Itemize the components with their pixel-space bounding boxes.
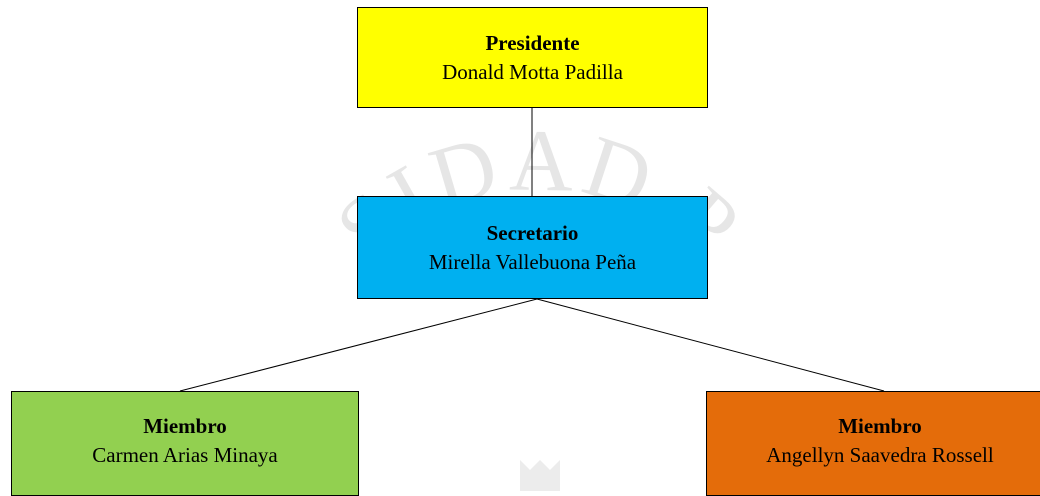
secretary-name: Mirella Vallebuona Peña [428, 249, 637, 274]
secretary-role: Secretario [486, 220, 579, 245]
secretary-box: Secretario Mirella Vallebuona Peña [357, 196, 708, 299]
connector-secretary-member-right [536, 298, 885, 392]
member-right-name: Angellyn Saavedra Rossell [766, 442, 994, 467]
member-left-name: Carmen Arias Minaya [92, 442, 278, 467]
connector-secretary-member-left [179, 298, 538, 392]
member-box-right: Miembro Angellyn Saavedra Rossell [706, 391, 1040, 496]
president-name: Donald Motta Padilla [442, 59, 623, 84]
watermark-emblem [520, 460, 560, 491]
member-right-role: Miembro [838, 413, 922, 438]
president-role: Presidente [485, 30, 580, 55]
member-box-left: Miembro Carmen Arias Minaya [11, 391, 359, 496]
member-left-role: Miembro [143, 413, 227, 438]
president-box: Presidente Donald Motta Padilla [357, 7, 708, 108]
